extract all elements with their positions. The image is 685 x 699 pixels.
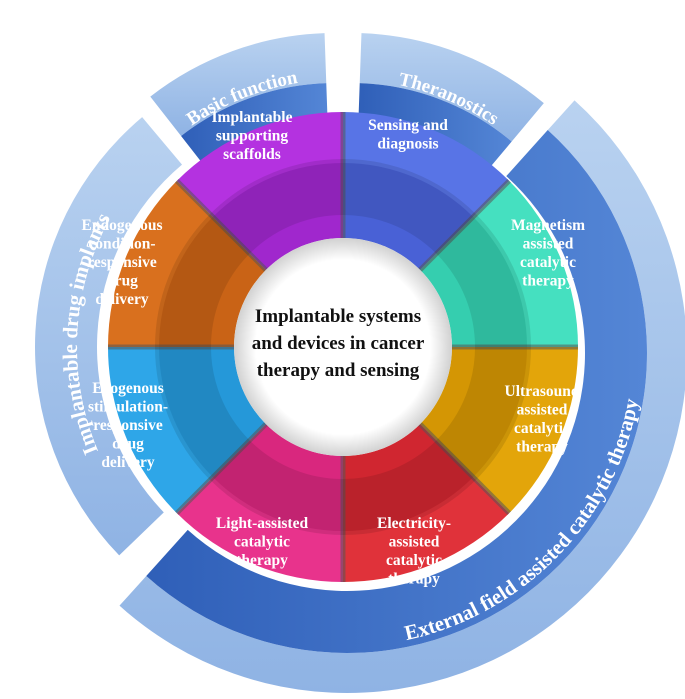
- segment-exogenous-inner-band: [159, 347, 266, 478]
- segment-scaffolds: [176, 112, 343, 270]
- center-title: Implantable systems and devices in cance…: [252, 306, 425, 381]
- inner-ring-shade: [155, 159, 531, 535]
- segment-magnetism-label-line: assisted: [523, 236, 574, 253]
- segment-endogenous-inner-band: [159, 216, 266, 347]
- segment-ultrasound-label-line: catalytic: [514, 420, 570, 437]
- segment-divider: [418, 422, 511, 515]
- segment-electricity-label-line: Electricity-: [377, 515, 451, 532]
- segment-ultrasound-inner-band: [420, 347, 527, 478]
- center-line-2: and devices in cancer: [252, 333, 425, 354]
- segment-divider: [418, 179, 511, 272]
- segment-scaffolds-label-line: Implantable: [212, 109, 293, 126]
- segment-light-assisted-label-line: therapy: [236, 552, 288, 569]
- segment-scaffolds-inner-band: [212, 163, 343, 270]
- segment-endogenous-label-line: Endogenous: [82, 217, 163, 234]
- center-line-1: Implantable systems: [255, 306, 421, 327]
- segment-endogenous-label-line: delivery: [95, 291, 149, 308]
- segment-sensing-diagnosis-label-line: Sensing and: [368, 117, 448, 134]
- segment-scaffolds-label-line: supporting: [216, 128, 289, 145]
- center-circle-shade: [234, 238, 452, 456]
- segment-ultrasound-label-line: Ultrasound: [505, 383, 580, 400]
- segment-magnetism: [420, 180, 578, 347]
- segment-exogenous-label-line: delivery: [101, 454, 155, 471]
- segment-electricity-inner-band: [343, 424, 474, 531]
- segment-magnetism-label-line: Magnetism: [511, 217, 585, 234]
- segment-sensing-diagnosis-inner-band: [343, 163, 474, 270]
- center-line-3: therapy and sensing: [257, 360, 420, 381]
- segment-exogenous-label-line: drug: [112, 436, 144, 453]
- segment-divider: [175, 422, 268, 515]
- segment-light-assisted-label-line: catalytic: [234, 534, 290, 551]
- implantable-drug-implants-outer-band: [34, 117, 183, 556]
- segment-ultrasound-label-line: assisted: [517, 402, 568, 419]
- segment-divider: [175, 179, 268, 272]
- segment-sensing-diagnosis-label: Sensing and diagnosis: [368, 117, 448, 153]
- segment-magnetism-inner-band: [420, 216, 527, 347]
- segment-electricity: [343, 424, 510, 582]
- segment-ultrasound: [420, 347, 578, 514]
- segment-endogenous-label-line: condition-: [88, 236, 155, 253]
- segment-electricity-label-line: therapy: [388, 571, 440, 588]
- segment-exogenous: [108, 347, 266, 514]
- segment-sensing-diagnosis-label-line: diagnosis: [377, 136, 438, 153]
- segment-magnetism-label-line: catalytic: [520, 254, 576, 271]
- segment-magnetism-label-line: therapy: [522, 273, 574, 290]
- external-field-outer-band: [119, 100, 685, 693]
- segment-ultrasound-label-line: therapy: [516, 439, 568, 456]
- segment-exogenous-label-line: Exogenous: [92, 380, 164, 397]
- basic-function-band: [150, 33, 327, 136]
- segment-scaffolds-label-line: scaffolds: [223, 146, 281, 163]
- segment-light-assisted-label-line: Light-assisted: [216, 515, 309, 532]
- external-field-band: [146, 130, 648, 654]
- segment-endogenous: [108, 180, 266, 347]
- theranostics-band: [359, 33, 544, 142]
- segment-electricity-label-line: catalytic: [386, 552, 442, 569]
- segment-sensing-diagnosis: [343, 112, 510, 270]
- segment-light-assisted-inner-band: [212, 424, 343, 531]
- segment-electricity-label-line: assisted: [389, 534, 440, 551]
- segment-exogenous-label-line: responsive: [93, 417, 163, 434]
- segment-endogenous-label-line: drug: [106, 273, 138, 290]
- segments-ring: [108, 112, 578, 582]
- segment-endogenous-label-line: responsive: [87, 254, 157, 271]
- segment-light-assisted: [176, 424, 343, 582]
- segment-exogenous-label-line: stimulation-: [88, 399, 168, 416]
